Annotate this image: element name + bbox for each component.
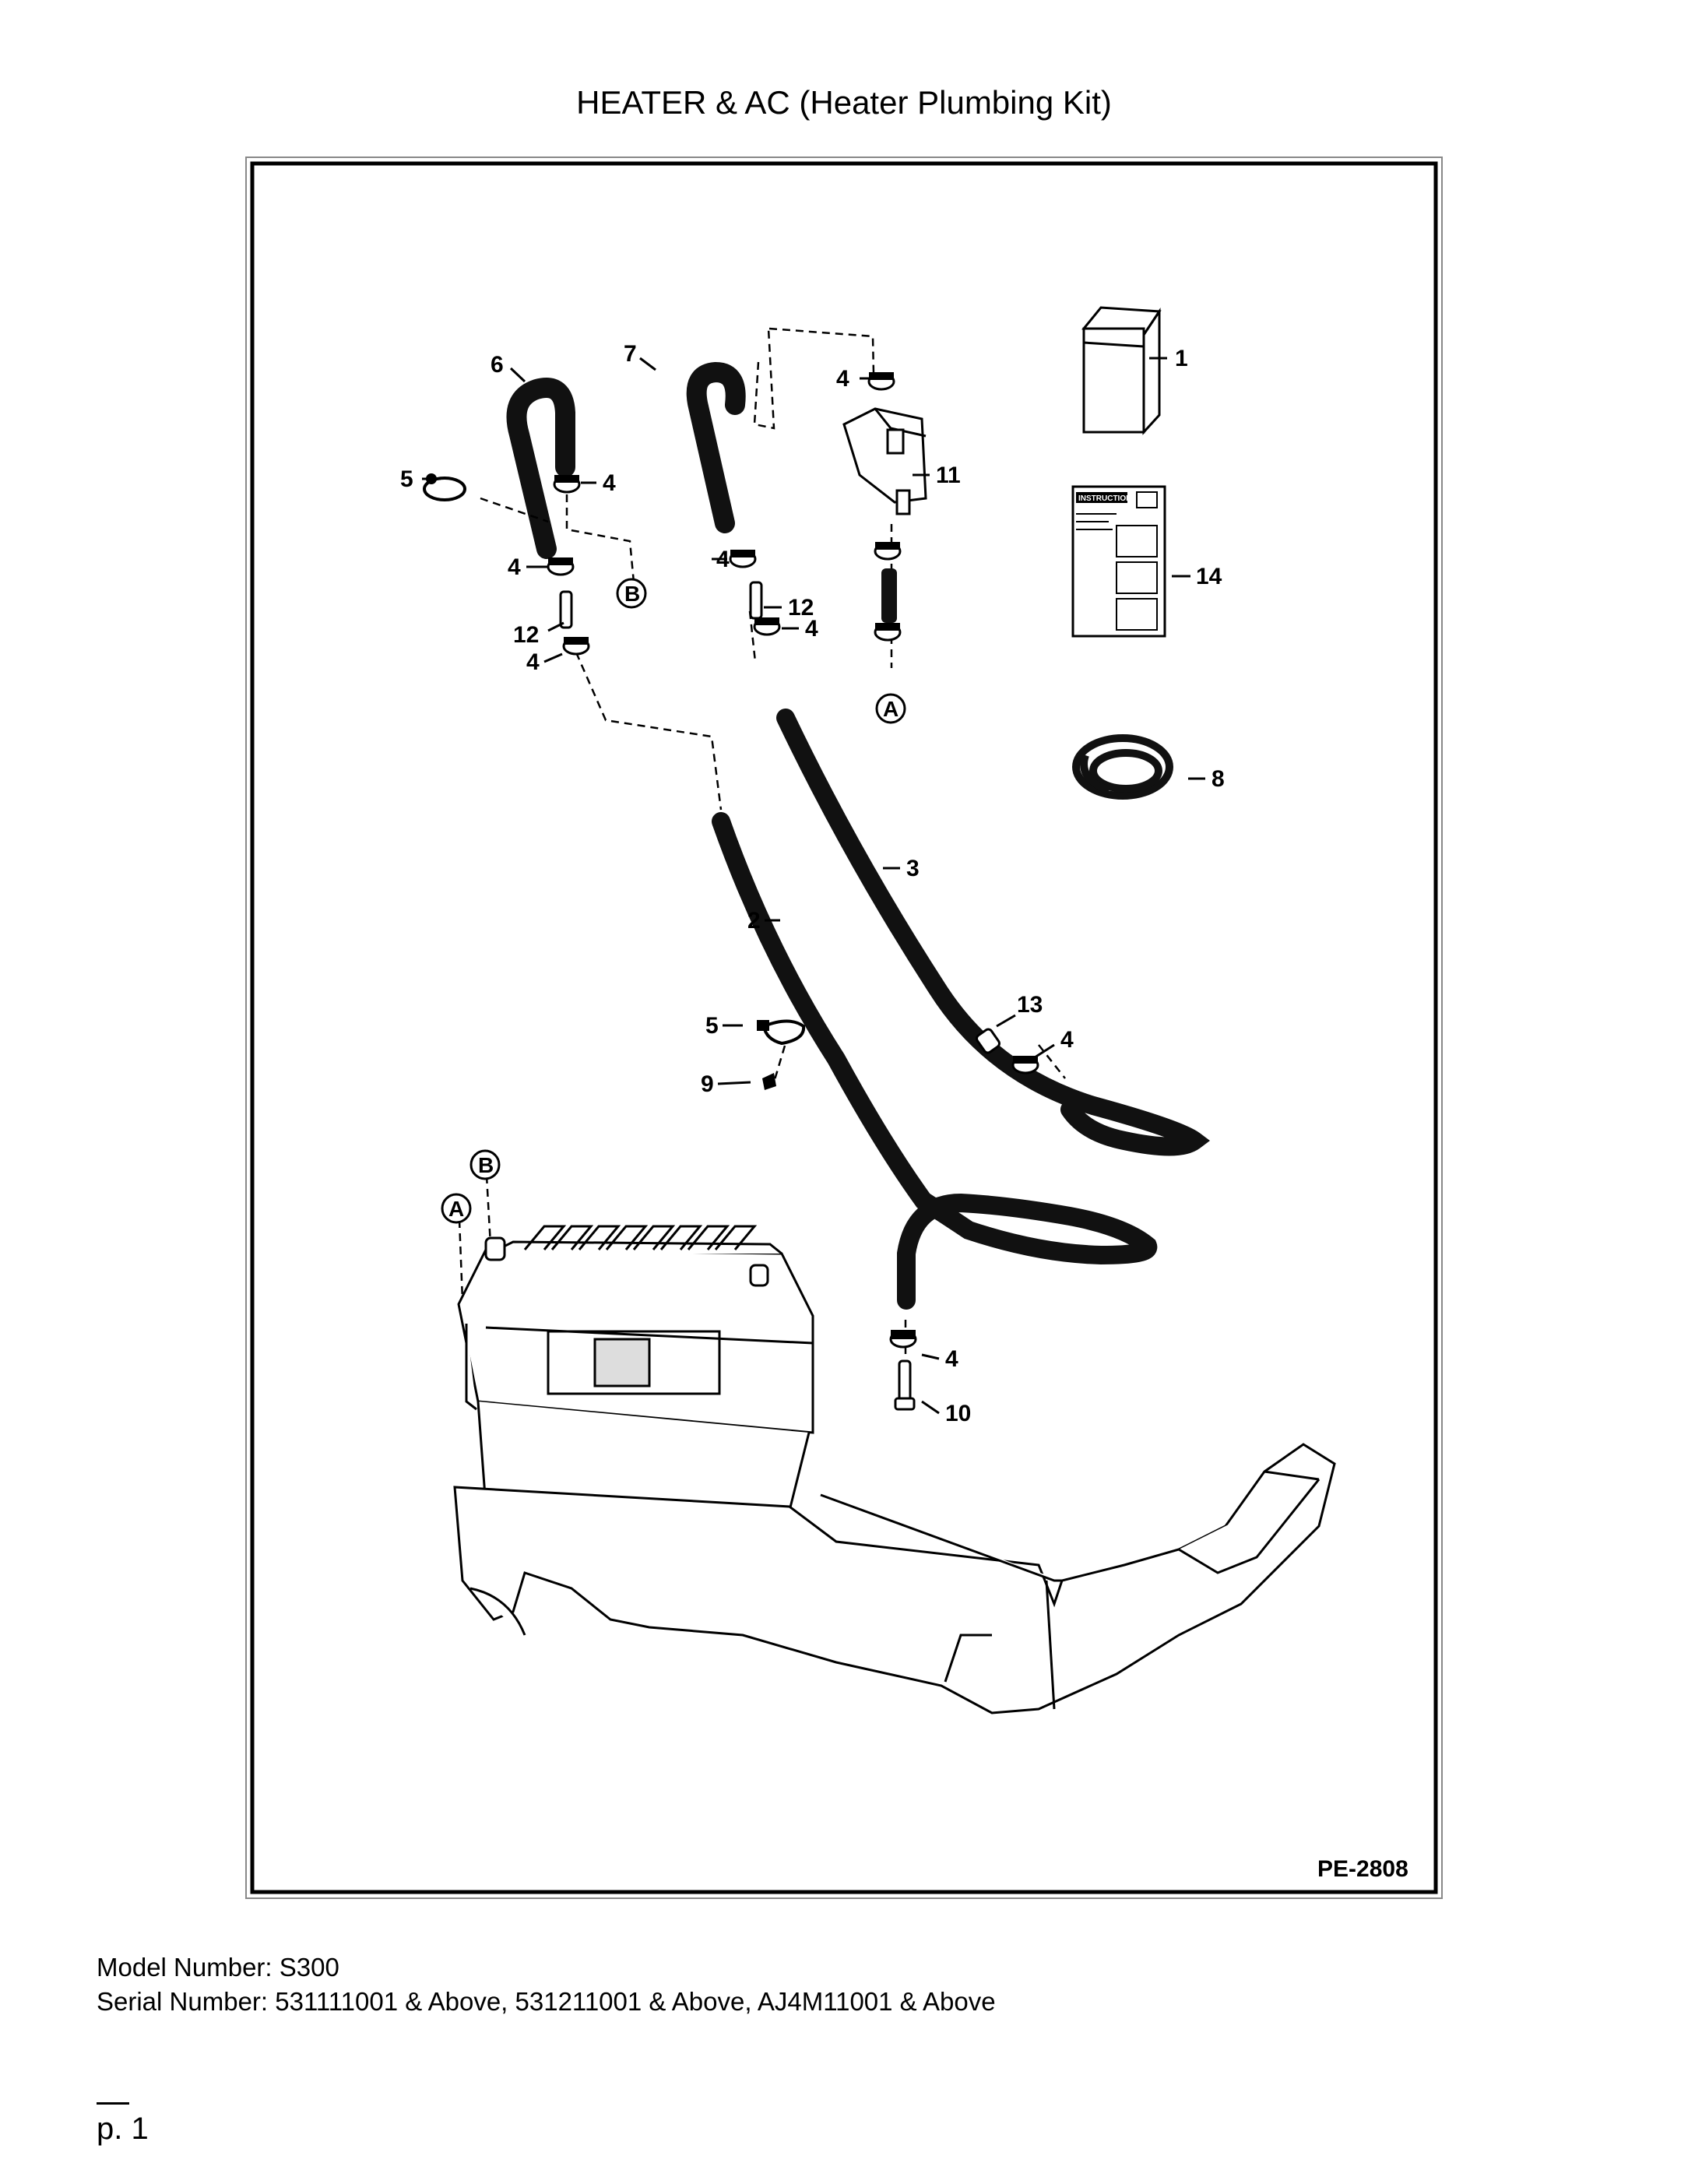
hose-6 xyxy=(506,378,575,559)
callout-8: 8 xyxy=(1211,766,1225,792)
page-number: p. 1 xyxy=(97,2112,149,2146)
hose-7 xyxy=(686,361,746,533)
callout-12: 12 xyxy=(788,595,814,621)
ref-circle-a: A xyxy=(883,697,899,721)
hose-coil-8 xyxy=(1072,734,1173,800)
callout-13: 13 xyxy=(1017,992,1043,1018)
callout-4: 4 xyxy=(526,649,540,675)
parts-diagram-frame: INSTRUCTIONS B A B A xyxy=(244,156,1444,1900)
clamp-5 xyxy=(757,1019,806,1046)
diagram-code: PE-2808 xyxy=(1317,1856,1408,1882)
callout-2: 2 xyxy=(747,908,761,934)
callout-12: 12 xyxy=(513,622,539,648)
cab-frame xyxy=(453,1443,1336,1714)
callout-1: 1 xyxy=(1175,346,1188,371)
callout-5: 5 xyxy=(400,466,413,492)
callout-6: 6 xyxy=(491,352,504,378)
page-rule xyxy=(97,2102,129,2105)
callout-3: 3 xyxy=(906,856,920,881)
ref-circle-a: A xyxy=(448,1197,464,1221)
plug-9 xyxy=(762,1073,776,1090)
fitting-12 xyxy=(749,581,763,620)
hose-segment xyxy=(881,568,897,623)
callout-4: 4 xyxy=(508,554,521,580)
fitting-13 xyxy=(975,1028,1001,1054)
callout-4: 4 xyxy=(1060,1027,1074,1053)
parts-diagram: INSTRUCTIONS B A B A xyxy=(245,157,1443,1899)
callout-4: 4 xyxy=(836,366,849,392)
instructions-label: INSTRUCTIONS xyxy=(1078,494,1137,503)
ref-circle-b: B xyxy=(478,1153,494,1177)
callout-11: 11 xyxy=(936,462,961,488)
callout-4: 4 xyxy=(716,547,730,572)
callout-5: 5 xyxy=(705,1013,719,1039)
callout-10: 10 xyxy=(945,1401,971,1426)
instructions-sheet-14: INSTRUCTIONS xyxy=(1071,485,1166,638)
hose-3 xyxy=(776,709,1211,1156)
callout-4: 4 xyxy=(603,470,616,496)
serial-number: Serial Number: 531111001 & Above, 531211… xyxy=(97,1987,996,2016)
callout-4: 4 xyxy=(805,616,818,642)
model-number: Model Number: S300 xyxy=(97,1953,339,1982)
page-title: HEATER & AC (Heater Plumbing Kit) xyxy=(576,84,1112,121)
callout-9: 9 xyxy=(701,1071,714,1097)
kit-box-1 xyxy=(1081,306,1162,435)
hose-2 xyxy=(712,812,1158,1310)
callout-7: 7 xyxy=(624,341,637,367)
callout-14: 14 xyxy=(1196,564,1222,589)
fitting-12 xyxy=(559,590,573,629)
callout-4: 4 xyxy=(945,1346,958,1372)
heater-louvers xyxy=(484,1225,769,1287)
ref-circle-b: B xyxy=(624,582,640,606)
valve-11 xyxy=(842,407,927,515)
